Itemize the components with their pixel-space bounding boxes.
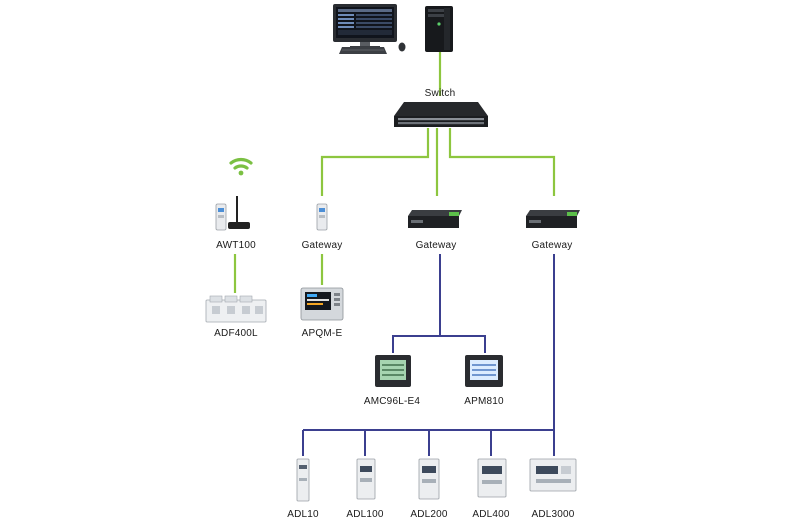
rs485-links <box>302 254 555 456</box>
apqm-e-label: APQM-E <box>301 328 343 339</box>
link-switch-gateway-1 <box>320 128 430 196</box>
adl100-label: ADL100 <box>346 509 384 520</box>
gateway-1-label: Gateway <box>301 240 343 251</box>
adl100-device <box>356 458 376 500</box>
keyboard-icon <box>339 47 387 54</box>
awt100-label: AWT100 <box>216 240 256 251</box>
gateway-3-label: Gateway <box>531 240 573 251</box>
gateway-3-device <box>526 210 580 228</box>
apqm-e-device <box>300 287 344 321</box>
switch-label: Switch <box>424 88 456 99</box>
mouse-icon <box>398 42 406 52</box>
link-switch-gateway-3 <box>448 128 556 196</box>
amc96l-e4-label: AMC96L-E4 <box>363 396 421 407</box>
adl10-label: ADL10 <box>287 509 319 520</box>
awt100-device <box>215 196 250 231</box>
adl3000-device <box>529 458 577 492</box>
gateway-1-device <box>316 203 328 231</box>
adf400l-device <box>205 295 267 323</box>
server-tower-icon <box>425 6 453 52</box>
gateway-2-device <box>408 210 462 228</box>
amc96l-e4-device <box>375 355 411 387</box>
adl200-label: ADL200 <box>410 509 448 520</box>
adl400-device <box>477 458 507 498</box>
bus-meters <box>392 335 486 353</box>
adf400l-label: ADF400L <box>214 328 258 339</box>
adl3000-label: ADL3000 <box>531 509 575 520</box>
adl10-device <box>296 458 310 502</box>
gateway-2-label: Gateway <box>415 240 457 251</box>
apm810-label: APM810 <box>464 396 504 407</box>
adl400-label: ADL400 <box>472 509 510 520</box>
apm810-device <box>465 355 503 387</box>
workstation-monitor-icon <box>333 4 397 48</box>
ethernet-links <box>233 52 556 293</box>
network-switch-icon <box>394 102 488 127</box>
adl200-device <box>418 458 440 500</box>
wifi-signal-icon <box>229 157 253 176</box>
